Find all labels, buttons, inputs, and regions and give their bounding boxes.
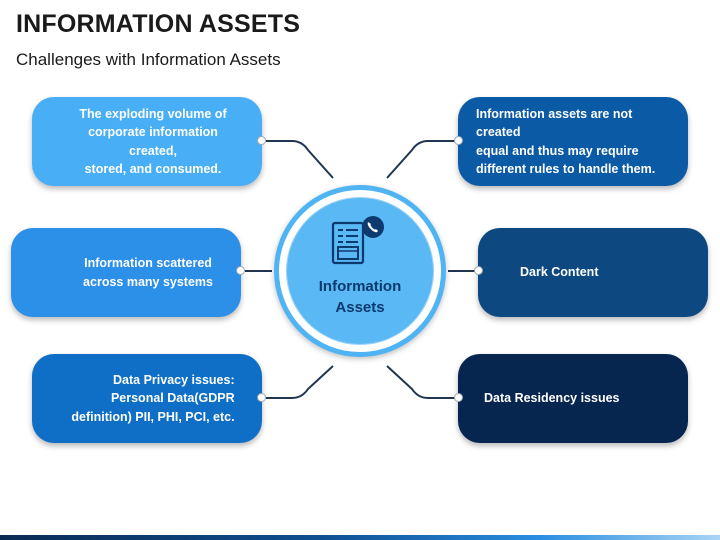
document-phone-icon: [331, 216, 384, 265]
connector-dot: [474, 266, 483, 275]
challenge-text-line: Information scattered: [84, 256, 212, 271]
hub-label: Information Assets: [286, 276, 434, 318]
hub-circle: [286, 197, 434, 345]
challenge-box-bottom-left: Data Privacy issues: Personal Data(GDPR …: [32, 354, 262, 443]
challenge-box-middle-right: Dark Content: [478, 228, 708, 317]
connector-dot: [236, 266, 245, 275]
connector-bottom-right: [386, 365, 455, 399]
challenge-box-top-left: The exploding volume of corporate inform…: [32, 97, 262, 186]
challenge-text-line: Information assets are not created: [476, 107, 633, 140]
challenge-text-line: Dark Content: [520, 265, 599, 280]
connector-dot: [454, 393, 463, 402]
connector-dot: [257, 136, 266, 145]
challenge-text-line: equal and thus may require: [476, 143, 639, 158]
hub-label-line: Information: [318, 278, 402, 295]
challenge-box-bottom-right: Data Residency issues: [458, 354, 688, 443]
challenge-text-line: Data Privacy issues:: [113, 373, 235, 388]
challenge-text-line: Data Residency issues: [484, 391, 620, 406]
challenge-text-line: Personal Data(GDPR: [110, 391, 235, 406]
footer-accent-bar: [0, 535, 720, 540]
page-title: INFORMATION ASSETS: [16, 10, 301, 38]
challenge-text-line: different rules to handle them.: [476, 161, 656, 176]
challenge-text-line: across many systems: [83, 274, 213, 289]
challenge-text-line: stored, and consumed.: [84, 161, 222, 176]
hub-label-line: Assets: [335, 299, 385, 316]
challenge-text-line: The exploding volume of: [79, 107, 227, 122]
challenge-box-top-right: Information assets are not created equal…: [458, 97, 688, 186]
page-subtitle: Challenges with Information Assets: [16, 50, 281, 69]
connector-dot: [257, 393, 266, 402]
challenge-text-line: corporate information created,: [88, 125, 218, 158]
connector-bottom-left: [266, 365, 334, 399]
connector-top-left: [266, 140, 334, 179]
challenge-text-line: definition) PII, PHI, PCI, etc.: [71, 409, 235, 424]
challenge-box-middle-left: Information scattered across many system…: [11, 228, 241, 317]
connector-top-right: [386, 140, 455, 179]
connector-dot: [454, 136, 463, 145]
